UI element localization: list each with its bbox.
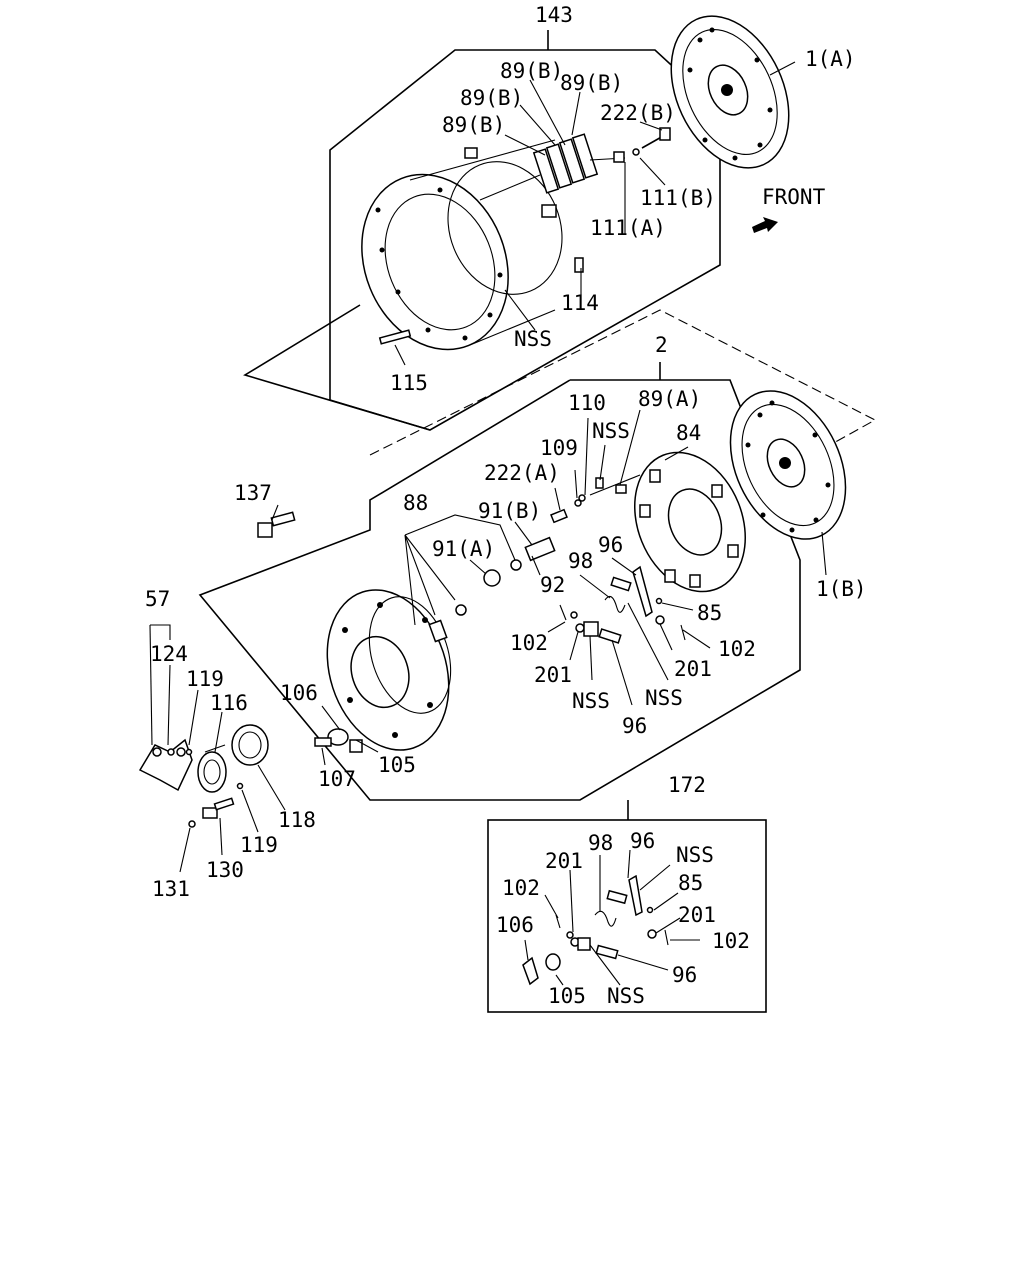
callout-1a: 1(A) (805, 47, 856, 71)
callout-105-b: 105 (548, 984, 586, 1008)
callout-201-d: 201 (678, 903, 716, 927)
callout-labels: 143 1(A) 89(B) 89(B) 89(B) 89(B) 222(B) … (145, 3, 867, 1008)
front-label: FRONT (762, 185, 826, 209)
group-172-box (487, 800, 767, 1013)
callout-143: 143 (535, 3, 573, 27)
leaders-upper (504, 61, 796, 331)
clutch-disc-a (670, 15, 790, 169)
callout-130: 130 (206, 858, 244, 882)
callout-106-b: 106 (496, 913, 534, 937)
release-bearing-116 (197, 744, 227, 793)
callout-201-a: 201 (534, 663, 572, 687)
callout-102-a: 102 (510, 631, 548, 655)
group-172-parts (522, 849, 700, 986)
callout-116: 116 (210, 691, 248, 715)
callout-nss-1: NSS (514, 327, 552, 351)
callout-107: 107 (318, 767, 356, 791)
callout-89b-1: 89(B) (500, 59, 563, 83)
callout-89b-3: 89(B) (460, 86, 523, 110)
callout-102-b: 102 (718, 637, 756, 661)
pressure-ring-upper (361, 139, 563, 351)
callout-124: 124 (150, 642, 188, 666)
callout-nss-4: NSS (645, 686, 683, 710)
callout-84: 84 (676, 421, 701, 445)
callout-222b: 222(B) (600, 101, 676, 125)
release-fork-57 (138, 738, 193, 792)
callout-96-c: 96 (630, 829, 655, 853)
callout-89b-4: 89(B) (442, 113, 505, 137)
front-arrow-icon (752, 217, 778, 233)
lever-set-lower (559, 565, 686, 644)
pin-115 (378, 329, 412, 366)
callout-137: 137 (234, 481, 272, 505)
callout-105-a: 105 (378, 753, 416, 777)
callout-89b-2: 89(B) (560, 71, 623, 95)
callout-119-b: 119 (240, 833, 278, 857)
callout-102-d: 102 (712, 929, 750, 953)
callout-222a: 222(A) (484, 461, 560, 485)
callout-1b: 1(B) (816, 577, 867, 601)
pressure-plate-84 (634, 451, 746, 593)
callout-111b: 111(B) (640, 186, 716, 210)
callout-172: 172 (668, 773, 706, 797)
callout-91b: 91(B) (478, 499, 541, 523)
lever-89b-set (479, 133, 626, 273)
callout-96-d: 96 (672, 963, 697, 987)
callout-118: 118 (278, 808, 316, 832)
callout-2: 2 (655, 333, 668, 357)
callout-nss-2: NSS (592, 419, 630, 443)
leaders-lower (149, 409, 827, 873)
callout-111a: 111(A) (590, 216, 666, 240)
bolt-130 (188, 782, 244, 828)
callout-nss-3: NSS (572, 689, 610, 713)
clutch-disc-b (729, 390, 847, 540)
callout-131: 131 (152, 877, 190, 901)
callout-nss-5: NSS (676, 843, 714, 867)
clutch-cover (326, 589, 467, 751)
callout-106-a: 106 (280, 681, 318, 705)
callout-92: 92 (540, 573, 565, 597)
callout-201-b: 201 (674, 657, 712, 681)
callout-nss-6: NSS (607, 984, 645, 1008)
callout-85-b: 85 (678, 871, 703, 895)
callout-96-b: 96 (622, 714, 647, 738)
callout-102-c: 102 (502, 876, 540, 900)
bearing-118 (231, 724, 269, 766)
bolt-222b (632, 127, 671, 156)
callout-114: 114 (561, 291, 599, 315)
callout-88: 88 (403, 491, 428, 515)
callout-115: 115 (390, 371, 428, 395)
callout-98-a: 98 (568, 549, 593, 573)
callout-91a: 91(A) (432, 537, 495, 561)
callout-201-c: 201 (545, 849, 583, 873)
callout-85-a: 85 (697, 601, 722, 625)
callout-96-a: 96 (598, 533, 623, 557)
callout-57: 57 (145, 587, 170, 611)
callout-109: 109 (540, 436, 578, 460)
small-parts-lower (257, 474, 641, 753)
callout-110: 110 (568, 391, 606, 415)
callout-89a: 89(A) (638, 387, 701, 411)
callout-98-b: 98 (588, 831, 613, 855)
callout-119-a: 119 (186, 667, 224, 691)
